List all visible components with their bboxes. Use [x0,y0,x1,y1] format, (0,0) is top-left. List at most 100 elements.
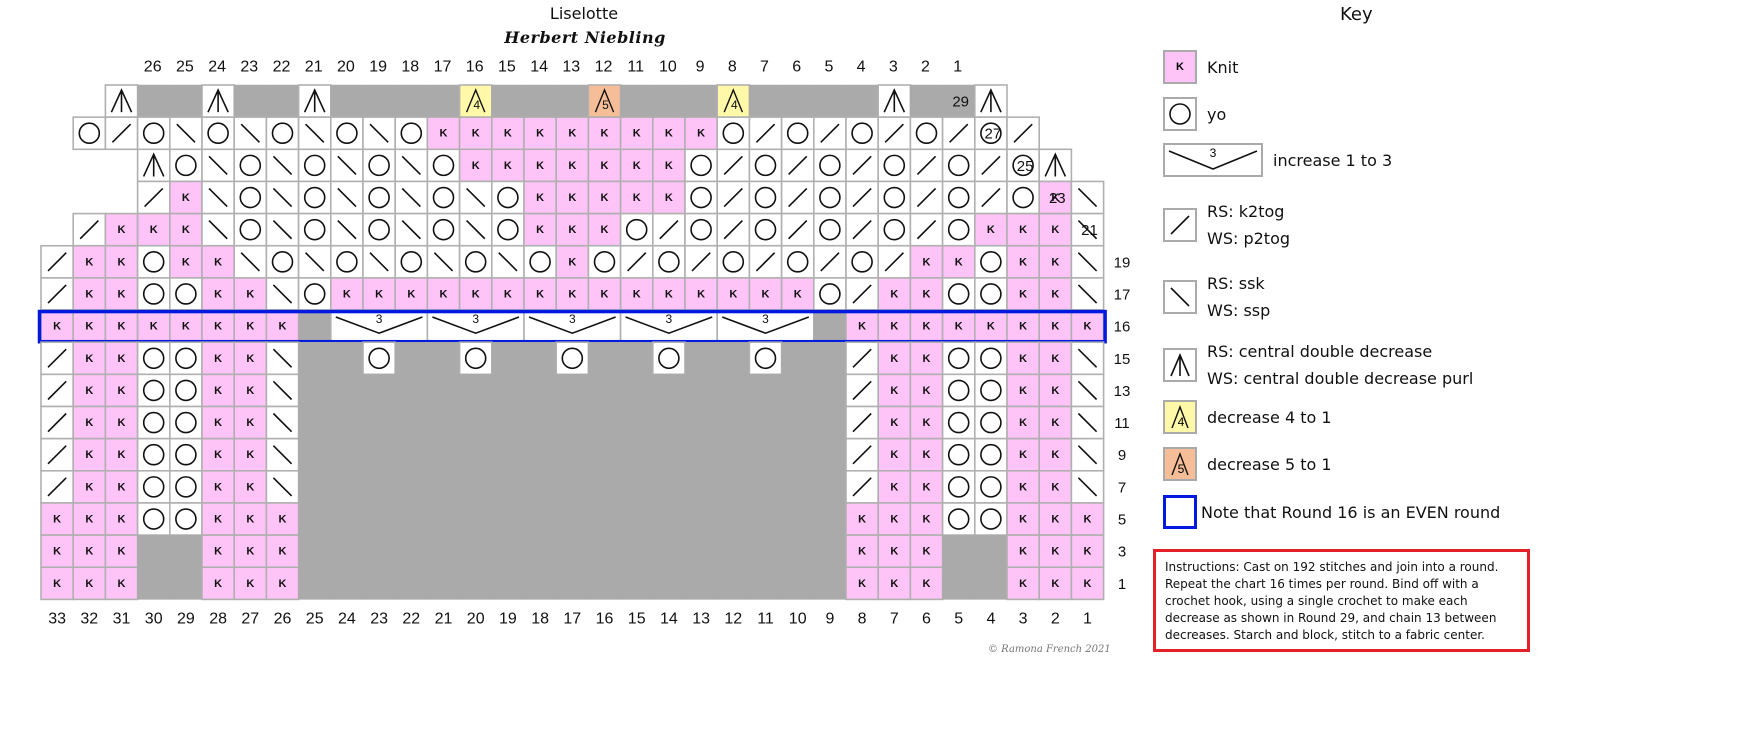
chart-cell [104,566,139,601]
chart-cell [298,406,332,439]
chart-cell [491,341,525,375]
knit-glyph: K [601,288,609,300]
knit-glyph: K [150,224,158,236]
chart-cell [845,116,880,151]
knit-glyph: K [246,514,254,526]
chart-cell [136,405,171,440]
chart-cell [169,277,203,311]
bottom-stitch-number: 30 [145,611,163,628]
chart-cell [877,180,912,215]
chart-cell [716,502,750,536]
yo-glyph [432,186,455,209]
yo-glyph [754,154,777,177]
yo-glyph [722,251,745,273]
chart-cell [781,84,815,118]
cdd-glyph [303,88,326,113]
chart-cell [620,438,654,472]
knit-glyph: K [890,514,898,526]
chart-cell [201,244,236,279]
decrease-count: 5 [602,98,609,112]
knit-glyph: K [504,128,512,140]
chart-cell [72,437,107,472]
knit-glyph: K [665,288,673,300]
chart-cell [1070,502,1105,536]
key-item-label: decrease 4 to 1 [1207,404,1332,431]
chart-cell [426,148,461,183]
knit-glyph: K [118,546,126,558]
knit-glyph: K [536,224,544,236]
k2tog-glyph [884,123,904,143]
row-number: 21 [1081,222,1098,239]
bottom-stitch-number: 3 [1019,611,1028,628]
chart-cell [136,502,171,536]
chart-cell [748,180,783,215]
ssk-glyph [272,380,293,401]
knit-glyph: K [923,546,931,558]
knit-glyph: K [955,256,963,268]
key-label-line: RS: central double decrease [1207,342,1433,361]
chart-cell [684,116,719,151]
yo-glyph [432,154,455,177]
yo-glyph [786,122,809,145]
ssk-glyph [208,155,228,176]
bottom-stitch-number: 17 [563,611,581,628]
yo-glyph [980,122,1002,145]
svg-text:K: K [1176,61,1184,73]
knit-glyph: K [118,256,126,268]
chart-cell [941,180,976,215]
k2tog-glyph [852,220,872,240]
knit-glyph: K [1084,514,1092,526]
chart-cell [72,502,107,536]
increase-glyph [335,316,423,335]
key-item: Note that Round 16 is an EVEN round [1163,495,1500,529]
knit-glyph: K [568,256,576,268]
ssk-glyph [208,187,228,208]
chart-cell [394,567,428,600]
knit-glyph: K [214,514,222,526]
chart-cell [749,534,782,568]
svg-text:4: 4 [1178,415,1185,429]
ssk-glyph [272,477,293,497]
ssk-glyph [466,220,486,240]
knit-glyph: K [568,288,576,300]
k2tog-glyph [852,380,872,401]
chart-cell [1038,405,1073,440]
knit-glyph: K [890,353,898,365]
chart-cell [812,180,847,215]
chart-cell [362,406,396,439]
top-stitch-number: 4 [857,59,866,76]
chart-cell [297,180,332,215]
chart-cell [233,84,267,118]
chart-cell [973,244,1008,279]
yo-glyph [336,122,358,145]
chart-cell [555,84,589,118]
knit-glyph: K [1019,417,1027,429]
chart-cell [781,341,815,375]
knit-glyph: K [633,288,641,300]
chart-cell [813,567,847,600]
k2tog-glyph [916,220,937,240]
ssk-glyph [305,123,325,143]
chart-cell [298,374,332,407]
chart-cell [40,566,75,601]
knit-glyph: K [440,128,448,140]
chart-cell [555,502,589,536]
knit-glyph: K [1051,449,1059,461]
yo-glyph [980,476,1002,498]
chart-cell [877,566,912,601]
knit-glyph: K [1019,481,1027,493]
top-stitch-number: 14 [530,59,548,76]
chart-cell [748,277,783,311]
top-stitch-number: 23 [240,59,258,76]
bottom-stitch-number: 25 [306,611,324,628]
row-number: 3 [1118,544,1126,561]
knit-glyph: K [633,160,641,172]
chart-cell [941,244,976,279]
chart-cell [169,437,203,472]
knit-glyph: K [568,224,576,236]
chart-cell [973,405,1008,440]
yo-glyph [142,122,165,145]
